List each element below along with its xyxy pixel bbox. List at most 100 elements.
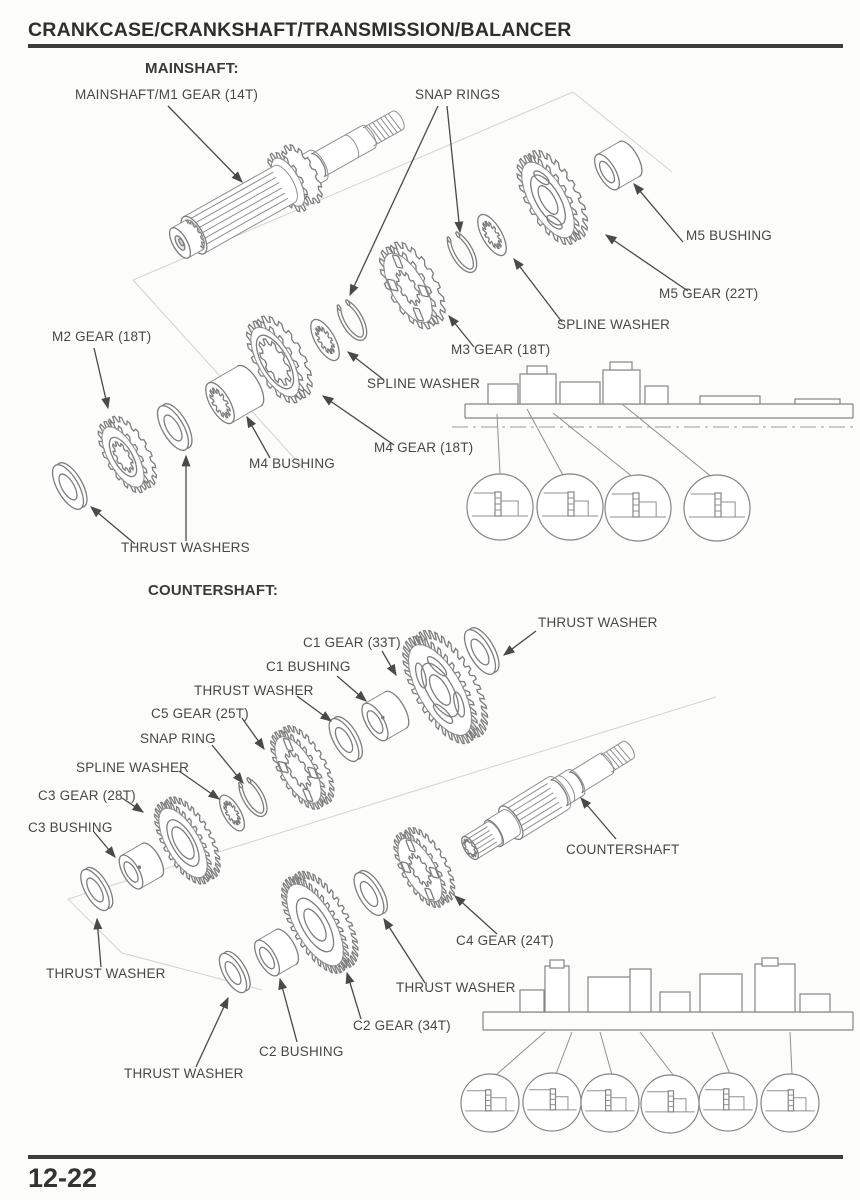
part-m2-gear xyxy=(89,409,167,500)
label-thrust-washer-bottom: THRUST WASHER xyxy=(124,1066,244,1081)
label-c2-gear: C2 GEAR (34T) xyxy=(353,1018,451,1033)
part-c4-gear xyxy=(384,820,465,915)
mainshaft-heading: MAINSHAFT: xyxy=(145,60,239,77)
part-spline-washer-m5 xyxy=(472,210,512,259)
leader-arrow xyxy=(93,831,116,858)
leader-arrow xyxy=(502,630,537,656)
part-m3-gear xyxy=(368,234,456,338)
part-spline-washer-c5 xyxy=(215,791,250,834)
part-c3-gear xyxy=(143,789,231,893)
leader-arrow xyxy=(580,797,617,840)
part-thrust-washer-c1-right xyxy=(458,623,505,679)
leader-arrow xyxy=(633,183,684,243)
label-c1-bushing: C1 BUSHING xyxy=(266,659,351,674)
label-thrust-washer-mid: THRUST WASHER xyxy=(194,683,314,698)
part-c3-bushing xyxy=(115,840,169,893)
part-snap-ring-c5 xyxy=(236,776,270,818)
label-snap-rings: SNAP RINGS xyxy=(415,87,501,102)
label-spline-washer-left: SPLINE WASHER xyxy=(367,376,481,391)
part-c2-bushing xyxy=(250,925,304,979)
label-m5-gear: M5 GEAR (22T) xyxy=(659,286,759,301)
label-snap-ring: SNAP RING xyxy=(140,731,216,746)
label-m3-gear: M3 GEAR (18T) xyxy=(451,342,551,357)
inset-countershaft-section xyxy=(460,957,854,1134)
label-c5-gear: C5 GEAR (25T) xyxy=(151,706,249,721)
leader-arrow xyxy=(448,314,475,348)
part-snap-ring-m5 xyxy=(444,230,480,275)
inset-detail-circle xyxy=(522,1072,582,1132)
part-mainshaft xyxy=(158,89,418,275)
part-snap-ring-m3 xyxy=(334,298,370,343)
part-m5-gear xyxy=(505,141,600,253)
label-m5-bushing: M5 BUSHING xyxy=(686,228,773,243)
label-c4-gear: C4 GEAR (24T) xyxy=(456,933,554,948)
part-thrust-washer-m2 xyxy=(46,458,93,514)
footer-rule xyxy=(28,1155,843,1159)
inset-detail-circle xyxy=(466,473,534,541)
leader-arrow xyxy=(346,351,385,381)
page-title: CRANKCASE/CRANKSHAFT/TRANSMISSION/BALANC… xyxy=(28,19,572,41)
part-thrust-washer-c1-left xyxy=(323,712,368,766)
label-spline-washer-right: SPLINE WASHER xyxy=(557,317,671,332)
part-m4-bushing xyxy=(200,361,269,427)
label-thrust-washers: THRUST WASHERS xyxy=(121,540,250,555)
part-countershaft xyxy=(455,732,641,867)
part-c5-gear xyxy=(260,718,345,818)
part-thrust-washer-c4 xyxy=(348,866,393,920)
part-m5-bushing xyxy=(590,137,647,193)
label-c2-bushing: C2 BUSHING xyxy=(259,1044,344,1059)
leader-arrow xyxy=(178,770,221,800)
leader-arrow xyxy=(604,234,689,292)
leader-arrow xyxy=(121,797,145,813)
label-countershaft: COUNTERSHAFT xyxy=(566,842,680,857)
inset-detail-circle xyxy=(604,474,672,542)
leader-arrows xyxy=(90,105,689,1068)
countershaft-parts xyxy=(75,619,505,996)
part-thrust-washer-c2 xyxy=(214,947,256,996)
inset-detail-circle xyxy=(640,1074,700,1134)
leader-arrow xyxy=(345,971,362,1020)
label-m4-gear: M4 GEAR (18T) xyxy=(374,440,474,455)
leader-arrow xyxy=(195,996,229,1068)
label-spline-washer: SPLINE WASHER xyxy=(76,760,190,775)
countershaft-heading: COUNTERSHAFT: xyxy=(148,582,279,599)
leader-arrow xyxy=(321,395,395,446)
label-m2-gear: M2 GEAR (18T) xyxy=(52,329,152,344)
leader-arrow xyxy=(246,415,271,459)
leader-arrow xyxy=(349,105,439,297)
inset-detail-circle xyxy=(536,473,604,541)
label-mainshaft-m1-gear: MAINSHAFT/M1 GEAR (14T) xyxy=(75,87,259,102)
label-thrust-washer-top: THRUST WASHER xyxy=(538,615,658,630)
label-c3-gear: C3 GEAR (28T) xyxy=(38,788,136,803)
leader-arrow xyxy=(241,717,265,751)
part-c1-bushing xyxy=(357,687,414,744)
leader-arrow xyxy=(90,506,136,545)
label-thrust-washer-right: THRUST WASHER xyxy=(396,980,516,995)
leader-arrow xyxy=(93,917,103,968)
label-m4-bushing: M4 BUSHING xyxy=(249,456,336,471)
label-c1-gear: C1 GEAR (33T) xyxy=(303,635,401,650)
part-c1-gear xyxy=(388,619,502,754)
leader-arrow xyxy=(93,347,111,410)
leader-arrow xyxy=(446,105,464,234)
part-thrust-washer-m4 xyxy=(151,399,198,455)
leader-arrow xyxy=(381,650,397,677)
leader-arrow xyxy=(336,675,367,702)
inset-detail-circle xyxy=(460,1073,520,1133)
leader-arrow xyxy=(211,744,244,785)
leader-arrow xyxy=(454,895,498,935)
inset-detail-circle xyxy=(580,1073,640,1133)
inset-detail-circle xyxy=(683,474,751,542)
leader-arrow xyxy=(513,257,563,323)
part-thrust-washer-c3 xyxy=(75,863,118,914)
mainshaft-parts xyxy=(46,137,646,513)
leader-arrow xyxy=(167,105,243,183)
page-number: 12-22 xyxy=(28,1163,98,1193)
inset-detail-circle xyxy=(760,1073,820,1133)
leader-arrow xyxy=(383,917,426,984)
header-rule xyxy=(28,44,843,48)
label-c3-bushing: C3 BUSHING xyxy=(28,820,113,835)
part-spline-washer-m3 xyxy=(305,315,345,364)
